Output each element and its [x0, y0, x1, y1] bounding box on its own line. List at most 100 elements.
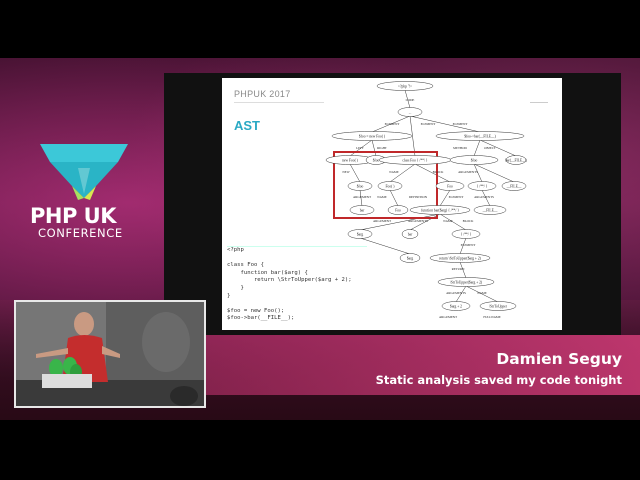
- talk-title: Static analysis saved my code tonight: [375, 373, 622, 387]
- ast-edge-label: RIGHT: [377, 146, 387, 150]
- ast-node-label: bar(__FILE__): [505, 159, 528, 163]
- ast-node: $foo->bar(__FILE__): [435, 131, 525, 141]
- ast-edge-label: NAME: [443, 219, 452, 223]
- ast-node: bar: [401, 229, 419, 239]
- ast-node: __FILE__: [473, 205, 507, 215]
- ast-edge: [414, 163, 451, 183]
- ast-node: { /**/ }: [451, 229, 481, 239]
- speaker-name: Damien Seguy: [496, 350, 622, 368]
- ast-node: bar: [349, 205, 375, 215]
- ast-edge: [479, 139, 517, 157]
- ast-edge-label: ARGUMENTS: [474, 195, 494, 199]
- ast-edge: [349, 139, 373, 157]
- ast-node-label: { /**/ }: [461, 233, 472, 237]
- ast-node: $foo: [449, 155, 499, 165]
- ast-node: $arg: [399, 253, 421, 263]
- ast-node-label: { /**/ }: [477, 185, 488, 189]
- ast-edge-label: ARGUMENT: [353, 195, 371, 199]
- ast-edge: [404, 89, 411, 109]
- ast-edge: [389, 163, 416, 183]
- ast-edge: [465, 285, 499, 303]
- ast-node: Foo( ): [377, 181, 403, 191]
- code-line: }: [227, 284, 244, 291]
- ast-node-label: return \StrToUpper($arg + 2): [439, 257, 482, 261]
- slide-divider-right: [530, 102, 548, 103]
- ast-node-label: \StrToUpper: [489, 305, 508, 309]
- ast-edge: [409, 115, 481, 133]
- ast-node-label: class Foo { /**/ }: [402, 159, 427, 163]
- ast-node-label: $foo: [471, 159, 478, 163]
- slide-title: AST: [234, 118, 260, 133]
- ast-edge-label: ARGUMENTS: [458, 170, 478, 174]
- ast-node-label: $arg: [357, 233, 364, 237]
- ast-node-label: $foo: [373, 159, 380, 163]
- ast-node-label: function bar($arg) { /**/ }: [421, 209, 459, 213]
- ast-edge: [439, 189, 451, 207]
- ast-node: $arg + 2: [441, 301, 471, 311]
- ast-node: bar(__FILE__): [505, 155, 528, 165]
- ast-node-label: ...: [409, 111, 412, 115]
- ast-edge-label: ARGUMENT: [439, 315, 457, 319]
- code-line: [227, 300, 367, 308]
- ast-node-label: __FILE__: [482, 209, 498, 213]
- ast-edge: [473, 163, 483, 183]
- ast-edge-label: BLOCK: [433, 170, 445, 174]
- ast-edge: [473, 163, 515, 183]
- ast-node-label: <?php '?>: [398, 85, 412, 89]
- ast-node: return \StrToUpper($arg + 2): [429, 253, 491, 263]
- slide-divider: [234, 102, 324, 103]
- ast-edge-label: NAME: [389, 170, 398, 174]
- ast-node: $foo: [347, 181, 373, 191]
- code-snippet: <?php class Foo { function bar($arg) { r…: [227, 246, 367, 327]
- ast-edge-label: ARGUMENT: [373, 219, 391, 223]
- ast-edge: [481, 189, 491, 207]
- ast-edge: [389, 189, 399, 207]
- ast-node-label: __FILE__: [506, 185, 522, 189]
- ast-edge: [349, 163, 361, 183]
- ast-node-label: $arg: [407, 257, 414, 261]
- ast-node: __FILE__: [501, 181, 527, 191]
- ast-edge-label: ELEMENT: [449, 195, 464, 199]
- ast-edge-label: LEFT: [356, 146, 364, 150]
- ast-edge-label: NAME: [377, 195, 386, 199]
- ast-edge-label: NAME: [477, 291, 486, 295]
- code-line: return \StrToUpper($arg + 2);: [227, 277, 352, 284]
- ast-edge: [455, 285, 467, 303]
- ast-edge: [359, 237, 411, 255]
- ast-edge-label: FULLNAME: [483, 315, 500, 319]
- ast-edge: [359, 213, 441, 231]
- logo-subtitle: CONFERENCE: [38, 226, 123, 240]
- ast-node: class Foo { /**/ }: [378, 155, 452, 165]
- ast-node-label: $foo->bar(__FILE__): [464, 135, 496, 139]
- slide-header: PHPUK 2017: [234, 89, 291, 99]
- ast-edge: [459, 237, 467, 255]
- ast-node: \StrToUpper($arg + 2): [437, 277, 495, 287]
- ast-node: function bar($arg) { /**/ }: [409, 205, 471, 215]
- code-line: $foo = new Foo();: [227, 307, 285, 314]
- ast-edge-label: DEFINITION: [409, 195, 428, 199]
- ast-edge-label: RETURN: [452, 267, 465, 271]
- code-line: $foo->bar(__FILE__);: [227, 315, 295, 322]
- ast-diagram: <?php '?>... $foo = new Foo( ) $foo->bar(_…: [325, 81, 528, 319]
- ast-node: { /**/ }: [467, 181, 497, 191]
- code-line: }: [227, 292, 231, 299]
- ast-edge-label: ELEMENT: [421, 122, 436, 126]
- ast-node-label: \StrToUpper($arg + 2): [450, 281, 483, 285]
- logo-title: PHP UK: [30, 204, 117, 228]
- ast-edge-label: ELEMENT: [461, 243, 476, 247]
- ast-edge: [409, 213, 441, 231]
- ast-edge-label: CODE: [406, 98, 415, 102]
- ast-node-label: $arg + 2: [450, 305, 462, 309]
- ast-edge-label: METHOD: [453, 146, 467, 150]
- ast-edge: [439, 213, 467, 231]
- ast-edge: [459, 261, 467, 279]
- code-line: [227, 255, 367, 263]
- ast-node-label: bar: [408, 233, 413, 237]
- ast-edge: [473, 139, 481, 157]
- ast-node: ...: [397, 107, 423, 117]
- ast-node: <?php '?>: [376, 81, 434, 91]
- code-line: function bar($arg) {: [227, 269, 308, 276]
- ast-node-label: new Foo( ): [342, 159, 359, 163]
- ast-node: $foo = new Foo( ): [331, 131, 413, 141]
- php-uk-logo-icon: [40, 144, 128, 200]
